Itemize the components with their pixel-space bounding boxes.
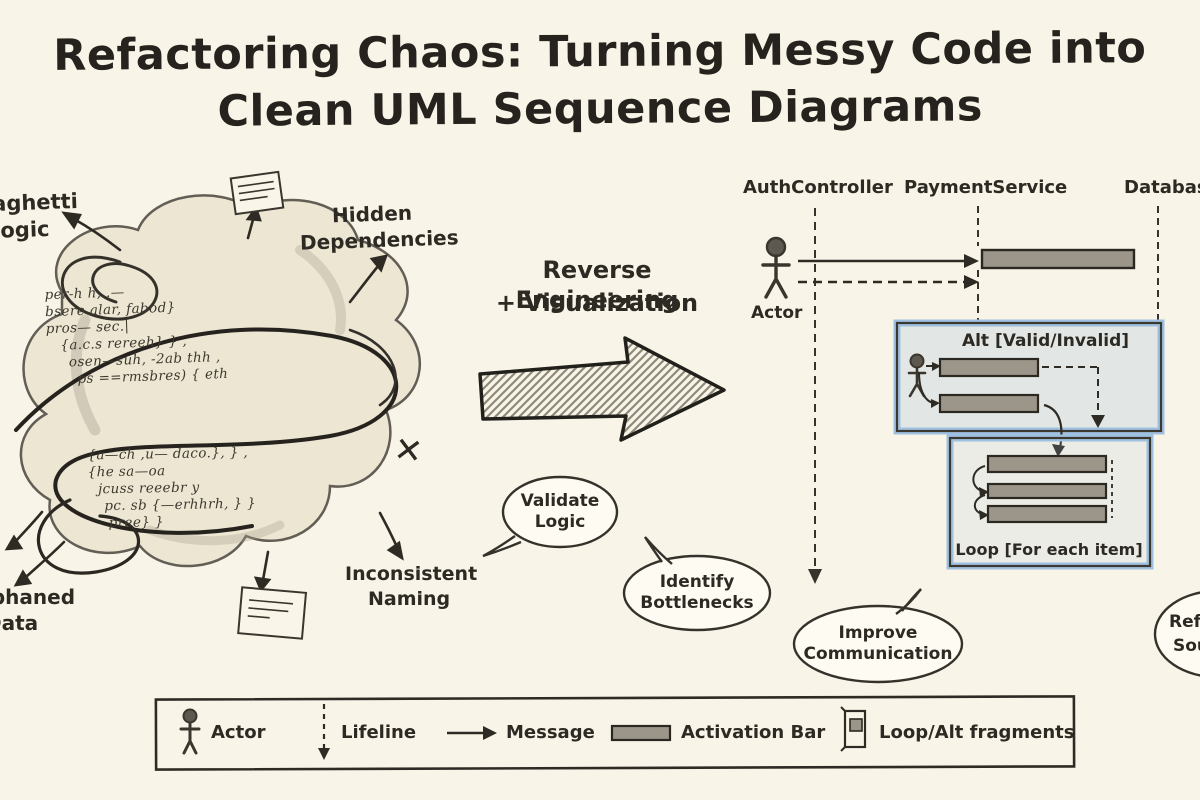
transform-arrow xyxy=(478,336,726,442)
refactor-bubble-text-line1: Refactor xyxy=(1169,612,1200,632)
improve-bubble-text-line2: Communication xyxy=(803,644,953,664)
messy-code-block-top: per-h h,..— bsere alar, fabod} pros— sec… xyxy=(44,281,228,389)
legend-label-lifeline: Lifeline xyxy=(341,722,417,743)
actor-icon xyxy=(761,236,791,299)
participant-authcontroller: AuthController xyxy=(743,177,893,198)
chaos-arrows xyxy=(4,205,404,593)
activation-bar xyxy=(980,248,1136,270)
code-line: pree} } xyxy=(108,514,165,532)
loop-fragment xyxy=(946,434,1154,570)
page-title: Refactoring Chaos: Turning Messy Code in… xyxy=(0,20,1200,142)
improve-bubble xyxy=(792,604,964,684)
validate-bubble xyxy=(501,475,619,549)
code-line: {a—ch ,u— daco.}, } , xyxy=(87,444,249,464)
legend-lifeline-icon xyxy=(318,704,330,760)
legend-label-actor: Actor xyxy=(211,722,266,743)
identify-bubble-text-line2: Bottlenecks xyxy=(640,593,754,613)
identify-bubble-text-line1: Identify xyxy=(659,572,735,592)
identify-bubble xyxy=(622,554,772,632)
note-icon-bottom xyxy=(237,586,308,640)
speech-bubbles xyxy=(482,475,1200,684)
code-line: pc. sb {—erhhrh, } } xyxy=(104,495,257,515)
label-orphaned-data-line2: Data xyxy=(0,611,39,635)
legend-label-fragments: Loop/Alt fragments xyxy=(879,722,1075,743)
note-icon-top xyxy=(229,170,285,216)
label-orphaned-data-line1: Orphaned xyxy=(0,585,76,609)
actor-label: Actor xyxy=(751,303,803,323)
legend-label-activation-bar: Activation Bar xyxy=(681,722,826,743)
validate-bubble-text-line1: Validate xyxy=(520,491,600,511)
chaos-cloud-sketch xyxy=(14,194,421,575)
label-inconsistent-naming-line1: Inconsistent xyxy=(345,563,478,585)
messy-code-block-bottom: {a—ch ,u— daco.}, } , {he sa—oa jcuss re… xyxy=(87,445,256,533)
refactor-bubble-text-line2: Source xyxy=(1173,636,1200,656)
legend-fragment-icon xyxy=(840,706,867,752)
validate-bubble-text-line2: Logic xyxy=(534,512,586,532)
title-line2: Clean UML Sequence Diagrams xyxy=(217,81,984,137)
participant-database: Database xyxy=(1124,177,1200,198)
legend-message-arrow-icon xyxy=(447,726,497,740)
improve-bubble-text-line1: Improve xyxy=(838,623,918,643)
x-mark: ✕ xyxy=(391,429,426,473)
transform-caption-line2: + Visualization xyxy=(495,289,699,317)
title-line1: Refactoring Chaos: Turning Messy Code in… xyxy=(53,23,1147,81)
label-inconsistent-naming-line2: Naming xyxy=(368,588,451,610)
refactor-bubble xyxy=(1153,591,1200,677)
alt-fragment-label: Alt [Valid/Invalid] xyxy=(961,331,1130,351)
transform-caption-line1: Reverse Engineering xyxy=(515,256,679,314)
alt-fragment xyxy=(893,319,1165,457)
label-spaghetti-logic-line1: Spaghetti xyxy=(0,188,79,218)
legend-label-message: Message xyxy=(506,722,595,743)
label-hidden-dependencies-line1: Hidden xyxy=(331,200,413,228)
sequence-diagram xyxy=(761,206,1165,584)
legend xyxy=(154,695,1076,771)
legend-activation-bar-icon xyxy=(610,724,672,742)
loop-fragment-label: Loop [For each item] xyxy=(955,540,1143,559)
legend-actor-icon xyxy=(179,708,201,755)
participant-paymentservice: PaymentService xyxy=(904,177,1068,198)
mini-actor-icon xyxy=(907,353,927,398)
label-spaghetti-logic-line2: Logic xyxy=(0,216,50,244)
